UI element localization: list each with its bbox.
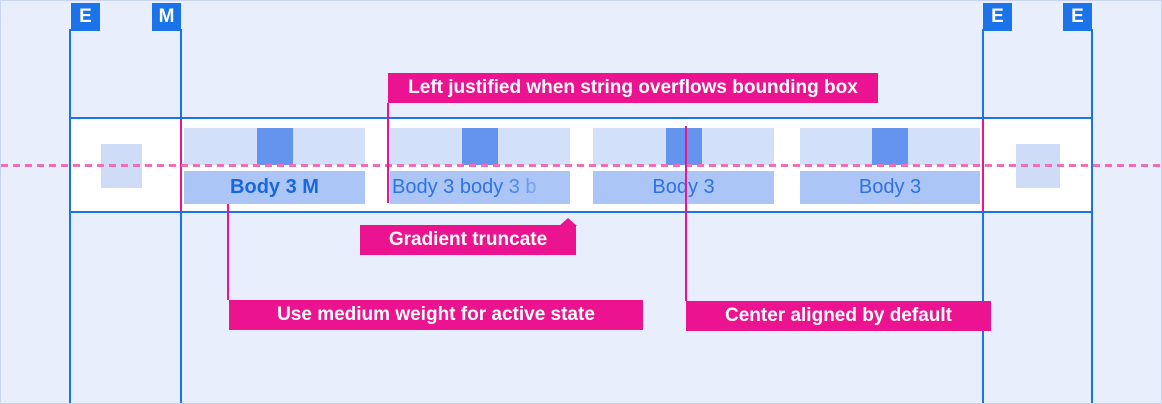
spacing-marker-e-right-inner: E <box>983 3 1012 31</box>
tab-icon-area <box>390 128 570 165</box>
guide-line-right-inner <box>982 29 984 403</box>
tab-icon-area <box>184 128 365 165</box>
tab-icon-placeholder <box>665 128 702 165</box>
spacing-marker-e-right-outer: E <box>1063 3 1092 31</box>
tab-label-default: Body 3 <box>593 171 774 204</box>
tab-label-overflow: Body 3 body 3 b <box>390 171 570 204</box>
tab-label-text: Body 3 <box>858 176 922 198</box>
annotation-pointer-up <box>559 218 577 226</box>
tab-icon-area <box>800 128 980 165</box>
baseline-dashed-line <box>1 164 1161 167</box>
marker-letter: E <box>79 6 92 27</box>
tab-default-1[interactable]: Body 3 <box>593 128 774 204</box>
annotation-text: Gradient truncate <box>388 229 548 250</box>
tab-overflow[interactable]: Body 3 body 3 b <box>390 128 570 204</box>
tab-default-2[interactable]: Body 3 <box>800 128 980 204</box>
guide-line-left-outer <box>69 29 71 403</box>
annotation-medium-weight: Use medium weight for active state <box>229 300 643 330</box>
guide-line-right-outer <box>1091 29 1093 403</box>
guide-line-left-inner <box>180 29 182 403</box>
leader-center-aligned <box>685 126 687 301</box>
tab-icon-placeholder <box>462 128 498 165</box>
spacing-marker-e-left: E <box>71 3 100 31</box>
tab-active[interactable]: Body 3 M <box>184 128 365 204</box>
tab-label-default: Body 3 <box>800 171 980 204</box>
annotation-center-aligned: Center aligned by default <box>686 301 991 331</box>
leader-medium-weight <box>227 204 229 300</box>
leader-left-justified <box>387 103 389 203</box>
tab-label-text: Body 3 <box>652 176 715 198</box>
tab-label-active: Body 3 M <box>184 171 365 204</box>
marker-letter: E <box>991 6 1004 27</box>
tab-label-text: Body 3 M <box>230 176 319 198</box>
annotation-left-justified: Left justified when string overflows bou… <box>388 73 878 103</box>
tab-icon-placeholder <box>872 128 908 165</box>
marker-letter: M <box>158 6 175 27</box>
tab-icon-placeholder <box>256 128 293 165</box>
tab-icon-area <box>593 128 774 165</box>
gradient-truncate-fade <box>500 171 570 204</box>
marker-letter: E <box>1071 6 1084 27</box>
spacing-marker-m: M <box>152 3 181 31</box>
annotation-gradient-truncate: Gradient truncate <box>360 218 577 255</box>
